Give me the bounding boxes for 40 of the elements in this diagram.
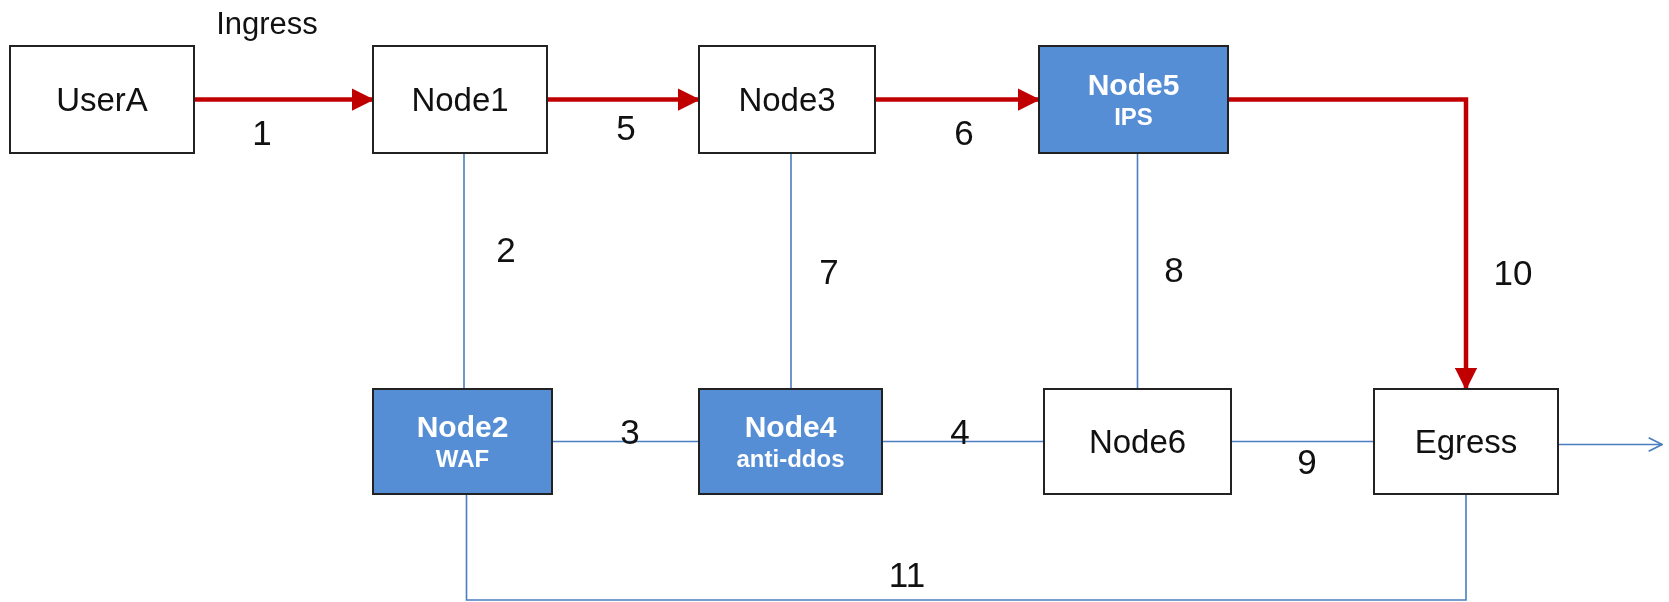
connector-line	[790, 153, 792, 389]
process-box	[698, 388, 883, 495]
arrow	[1558, 437, 1663, 452]
node-title: Node3	[738, 80, 836, 119]
edge-label: 11	[888, 555, 926, 595]
arrow	[1229, 97, 1478, 391]
process-box	[698, 45, 876, 154]
node-title: Node2	[416, 410, 509, 445]
node-subtitle: WAF	[435, 444, 490, 473]
process-box	[1043, 388, 1232, 495]
process-box	[1373, 388, 1559, 495]
connector-line	[1136, 153, 1139, 389]
node-title: Node4	[744, 410, 837, 445]
connector-line	[552, 440, 699, 443]
edge-label: 1	[252, 113, 272, 153]
node-title: UserA	[56, 80, 148, 119]
connector-line	[465, 494, 1467, 601]
edge-label: 5	[616, 108, 636, 148]
node-title: Node1	[411, 80, 509, 119]
node-subtitle: anti-ddos	[736, 444, 845, 473]
edge-label: 8	[1164, 250, 1184, 290]
flow-label: Ingress	[216, 6, 318, 42]
process-box	[372, 45, 548, 154]
connector-line	[463, 153, 465, 389]
connector-line	[882, 440, 1044, 443]
edge-label: 3	[620, 412, 640, 452]
connector-line	[1231, 440, 1374, 443]
node-title: Egress	[1414, 422, 1518, 461]
process-box	[9, 45, 195, 154]
edge-label: 7	[819, 252, 839, 292]
node-subtitle: IPS	[1114, 102, 1153, 131]
edge-label: 6	[954, 113, 974, 153]
process-box	[1038, 45, 1229, 154]
edge-label: 9	[1297, 442, 1317, 482]
edge-label: 4	[950, 412, 970, 452]
node-title: Node6	[1088, 422, 1187, 461]
node-title: Node5	[1087, 68, 1180, 103]
edge-label: 10	[1493, 253, 1533, 293]
process-box	[372, 388, 553, 495]
edge-label: 2	[496, 230, 516, 270]
